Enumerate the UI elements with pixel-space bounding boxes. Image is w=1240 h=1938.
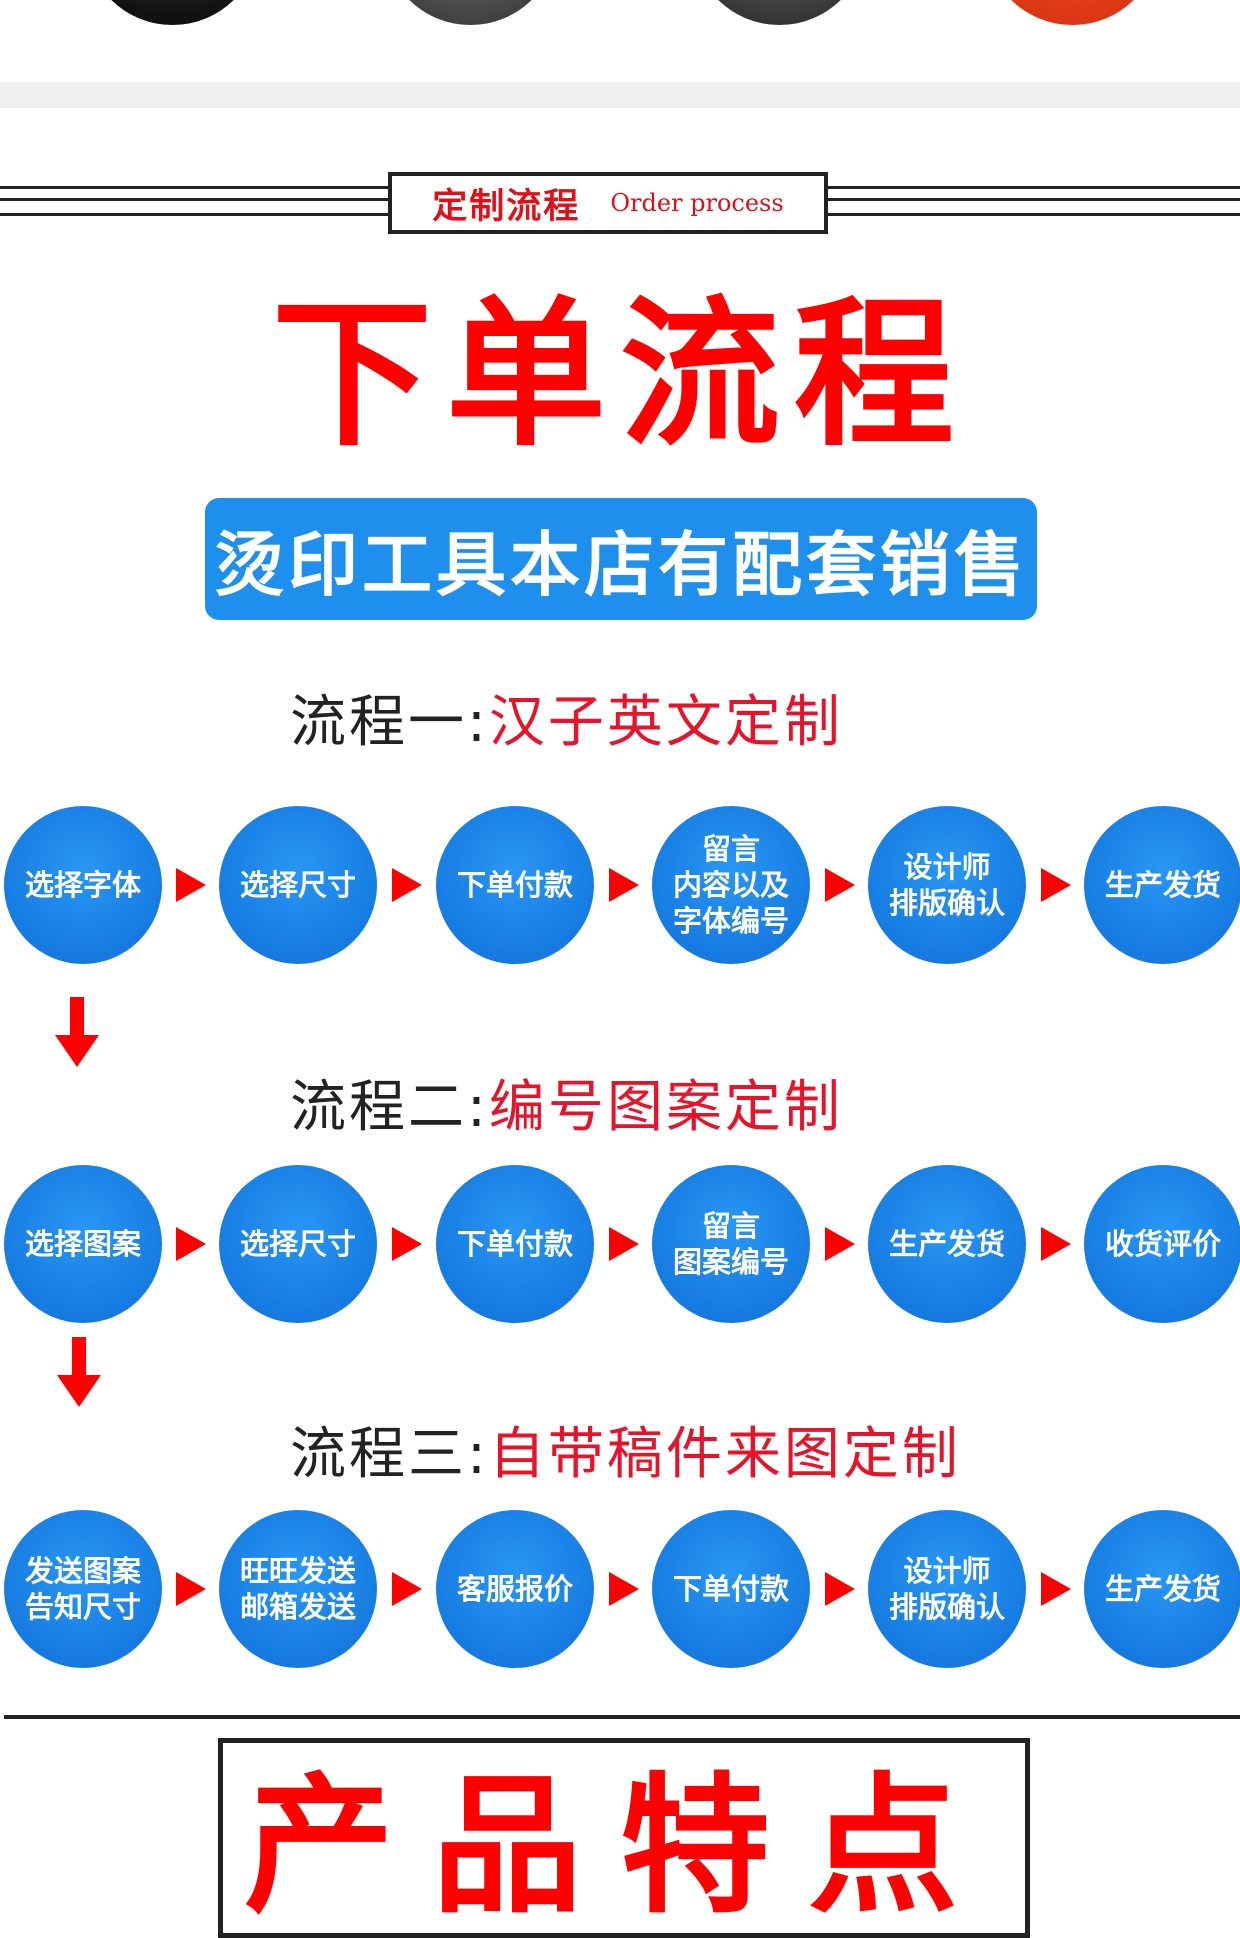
header-rule-right (826, 186, 1240, 216)
arrow-right-icon (176, 868, 206, 902)
arrow-right-icon (825, 1227, 855, 1261)
arrow-down-icon (57, 1337, 101, 1409)
section-header-en: Order process (610, 189, 784, 217)
step-place-order[interactable]: 下单付款 (652, 1510, 810, 1668)
arrow-right-icon (392, 1227, 422, 1261)
step-place-order[interactable]: 下单付款 (436, 806, 594, 964)
process-heading-3: 流程三:自带稿件来图定制 (290, 1420, 961, 1490)
arrow-right-icon (392, 868, 422, 902)
step-send-via-chat-email[interactable]: 旺旺发送 邮箱发送 (219, 1510, 377, 1668)
product-image-black[interactable] (85, 0, 260, 25)
top-product-strip (0, 0, 1240, 80)
product-image-dark-gray[interactable] (692, 0, 867, 25)
arrow-right-icon (825, 868, 855, 902)
process-steps-2: 选择图案 选择尺寸 下单付款 留言 图案编号 生产发货 收货评价 (0, 1165, 1240, 1325)
arrow-right-icon (1041, 868, 1071, 902)
feature-title: 产品特点 (243, 1760, 996, 1934)
section-divider-strip (0, 82, 1240, 108)
arrow-right-icon (609, 1227, 639, 1261)
step-designer-confirm[interactable]: 设计师 排版确认 (868, 806, 1026, 964)
bottom-divider (4, 1715, 1240, 1719)
process-steps-3: 发送图案 告知尺寸 旺旺发送 邮箱发送 客服报价 下单付款 设计师 排版确认 生… (0, 1510, 1240, 1670)
tools-banner: 烫印工具本店有配套销售 (205, 498, 1037, 620)
header-rule-left (0, 186, 390, 216)
arrow-right-icon (1041, 1227, 1071, 1261)
process-name: 编号图案定制 (488, 1075, 843, 1140)
process-name: 自带稿件来图定制 (488, 1422, 961, 1487)
process-label: 流程一: (290, 690, 489, 755)
feature-title-frame (218, 1738, 1030, 1938)
main-title: 下单流程 (271, 281, 968, 468)
product-image-gray[interactable] (383, 0, 558, 25)
section-header-cn: 定制流程 (432, 186, 581, 227)
process-steps-1: 选择字体 选择尺寸 下单付款 留言 内容以及 字体编号 设计师 排版确认 生产发… (0, 806, 1240, 966)
arrow-right-icon (825, 1572, 855, 1606)
arrow-right-icon (1041, 1572, 1071, 1606)
arrow-down-icon (55, 997, 99, 1069)
step-send-pattern[interactable]: 发送图案 告知尺寸 (4, 1510, 162, 1668)
process-heading-2: 流程二:编号图案定制 (290, 1073, 843, 1143)
process-heading-1: 流程一:汉子英文定制 (290, 688, 843, 758)
product-image-red[interactable] (985, 0, 1160, 25)
arrow-right-icon (176, 1572, 206, 1606)
step-select-pattern[interactable]: 选择图案 (4, 1165, 162, 1323)
step-select-font[interactable]: 选择字体 (4, 806, 162, 964)
step-designer-confirm[interactable]: 设计师 排版确认 (868, 1510, 1026, 1668)
step-ship[interactable]: 生产发货 (1084, 1510, 1240, 1668)
process-label: 流程三: (290, 1422, 489, 1487)
step-get-quote[interactable]: 客服报价 (436, 1510, 594, 1668)
arrow-right-icon (392, 1572, 422, 1606)
step-review[interactable]: 收货评价 (1084, 1165, 1240, 1323)
step-leave-message[interactable]: 留言 内容以及 字体编号 (652, 806, 810, 964)
process-name: 汉子英文定制 (488, 690, 843, 755)
arrow-right-icon (609, 868, 639, 902)
step-leave-pattern-number[interactable]: 留言 图案编号 (652, 1165, 810, 1323)
step-ship[interactable]: 生产发货 (868, 1165, 1026, 1323)
step-select-size[interactable]: 选择尺寸 (219, 806, 377, 964)
section-header: 定制流程 Order process (388, 172, 828, 234)
process-label: 流程二: (290, 1075, 489, 1140)
step-ship[interactable]: 生产发货 (1084, 806, 1240, 964)
step-place-order[interactable]: 下单付款 (436, 1165, 594, 1323)
arrow-right-icon (609, 1572, 639, 1606)
arrow-right-icon (176, 1227, 206, 1261)
step-select-size[interactable]: 选择尺寸 (219, 1165, 377, 1323)
